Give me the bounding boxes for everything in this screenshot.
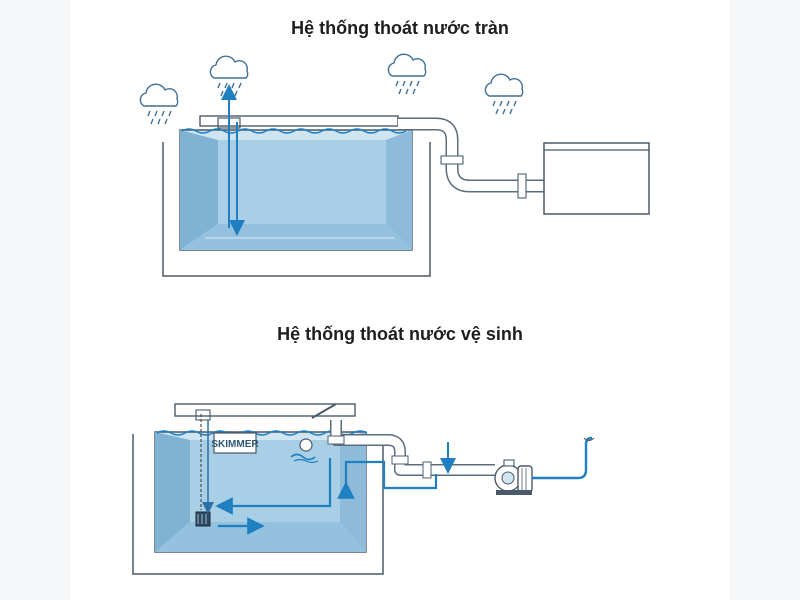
rain-cloud-icon (139, 83, 179, 125)
return-flow-arrow (215, 458, 332, 515)
pool-coping (174, 403, 356, 417)
rain-cloud-icon (387, 53, 427, 95)
rain-cloud-icon (484, 73, 524, 115)
pool-right-wall (386, 130, 412, 250)
ground-outline (162, 142, 431, 277)
pool-left-wall (155, 432, 190, 552)
outflow-line (532, 436, 593, 480)
pool-floor (155, 522, 366, 552)
pipe-coupling (517, 173, 527, 199)
pool-back-wall (218, 140, 386, 224)
swimmer-icon (299, 438, 313, 452)
cleaning-drainage-title: Hệ thống thoát nước vệ sinh (277, 324, 523, 344)
pump-icon (494, 459, 533, 495)
pipe-flow-arrow (337, 460, 438, 499)
overflow-drainage-title: Hệ thống thoát nước tràn (291, 18, 509, 38)
cleaning-diagram: SKIMMER (132, 403, 595, 575)
ground-outline (132, 434, 384, 575)
pool-left-wall (180, 130, 218, 250)
inlet-fitting (311, 403, 337, 419)
overflow-tank (543, 142, 650, 215)
rain-cloud-icon (209, 55, 249, 97)
water-surface (181, 128, 407, 134)
overflow-diagram (139, 53, 650, 277)
pool-back-wall (190, 440, 340, 522)
pool-floor (180, 224, 412, 250)
pipe-coupling (440, 155, 464, 165)
skimmer-label: SKIMMER (211, 439, 259, 450)
skimmer (213, 432, 257, 454)
